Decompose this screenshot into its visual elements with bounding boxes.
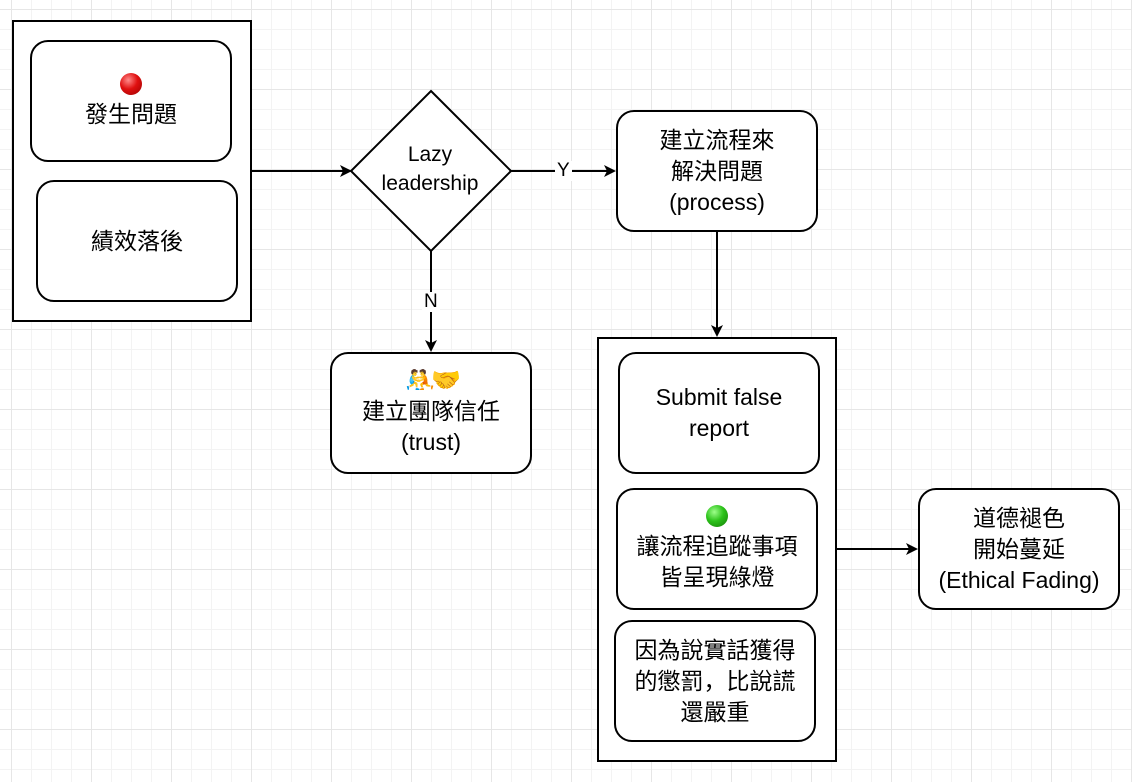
punishment-line-2: 的懲罰，比說謊 — [634, 667, 796, 694]
performance-label: 績效落後 — [91, 227, 183, 254]
trust-line-2: (trust) — [400, 429, 462, 455]
process-node[interactable]: 建立流程來 解決問題 (process) — [616, 110, 818, 232]
green-light-line-1: 讓流程追蹤事項 — [636, 533, 798, 559]
punishment-line-1: 因為說實話獲得 — [634, 636, 796, 663]
false-report-line-1: Submit false — [655, 384, 783, 410]
yes-edge-label: Y — [555, 160, 572, 181]
decision-line-2: leadership — [381, 172, 479, 195]
false-report-line-2: report — [688, 415, 750, 441]
green-light-node[interactable]: 讓流程追蹤事項 皆呈現綠燈 — [616, 488, 818, 610]
trust-line-1: 建立團隊信任 — [362, 398, 500, 424]
ethical-fading-line-2: 開始蔓延 — [973, 535, 1065, 562]
green-circle-icon — [706, 505, 728, 527]
punishment-node[interactable]: 因為說實話獲得 的懲罰，比說謊 還嚴重 — [614, 620, 816, 742]
punishment-line-3: 還嚴重 — [680, 698, 750, 725]
decision-node[interactable]: Lazy leadership — [352, 140, 508, 198]
green-light-line-2: 皆呈現綠燈 — [659, 564, 775, 590]
red-circle-icon — [120, 72, 142, 95]
ethical-fading-line-3: (Ethical Fading) — [938, 566, 1100, 593]
process-line-3: (process) — [669, 188, 765, 215]
problem-label: 發生問題 — [85, 100, 177, 127]
no-edge-label: N — [422, 291, 440, 312]
trust-node[interactable]: 🤼🤝 建立團隊信任 (trust) — [330, 352, 532, 474]
process-line-1: 建立流程來 — [659, 126, 775, 153]
ethical-fading-node[interactable]: 道德褪色 開始蔓延 (Ethical Fading) — [918, 488, 1120, 610]
decision-line-1: Lazy — [407, 143, 453, 166]
performance-node[interactable]: 績效落後 — [36, 180, 238, 302]
ethical-fading-line-1: 道德褪色 — [973, 504, 1065, 531]
problem-node[interactable]: 發生問題 — [30, 40, 232, 162]
false-report-node[interactable]: Submit false report — [618, 352, 820, 474]
process-line-2: 解決問題 — [671, 157, 763, 184]
people-handshake-icon: 🤼🤝 — [405, 367, 461, 394]
